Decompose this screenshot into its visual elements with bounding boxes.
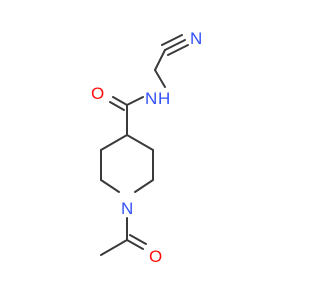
ring-n-label: N: [121, 199, 133, 218]
molecule-diagram: N N H O N O: [91, 29, 202, 266]
acetyl-o-label: O: [149, 247, 162, 266]
molecule-structure: N N H O N O: [91, 29, 202, 266]
acetyl-double-bond: [126, 234, 147, 250]
nitrile-triple-bond: [161, 34, 189, 56]
ch2-to-amide-n-bond: [154, 69, 166, 88]
amide-h-label: H: [158, 89, 170, 108]
amide-n-label: N: [145, 89, 157, 108]
amide-n-to-carbonyl-bond: [126, 96, 144, 106]
piperidine-ring: [100, 134, 154, 193]
ch2-to-nitrile-carbon-bond: [154, 49, 166, 71]
nitrile-n-label: N: [190, 29, 202, 48]
carbonyl-double-bond: [109, 96, 128, 111]
amide-o-label: O: [91, 84, 104, 103]
acetyl-methyl-bond: [100, 239, 128, 256]
